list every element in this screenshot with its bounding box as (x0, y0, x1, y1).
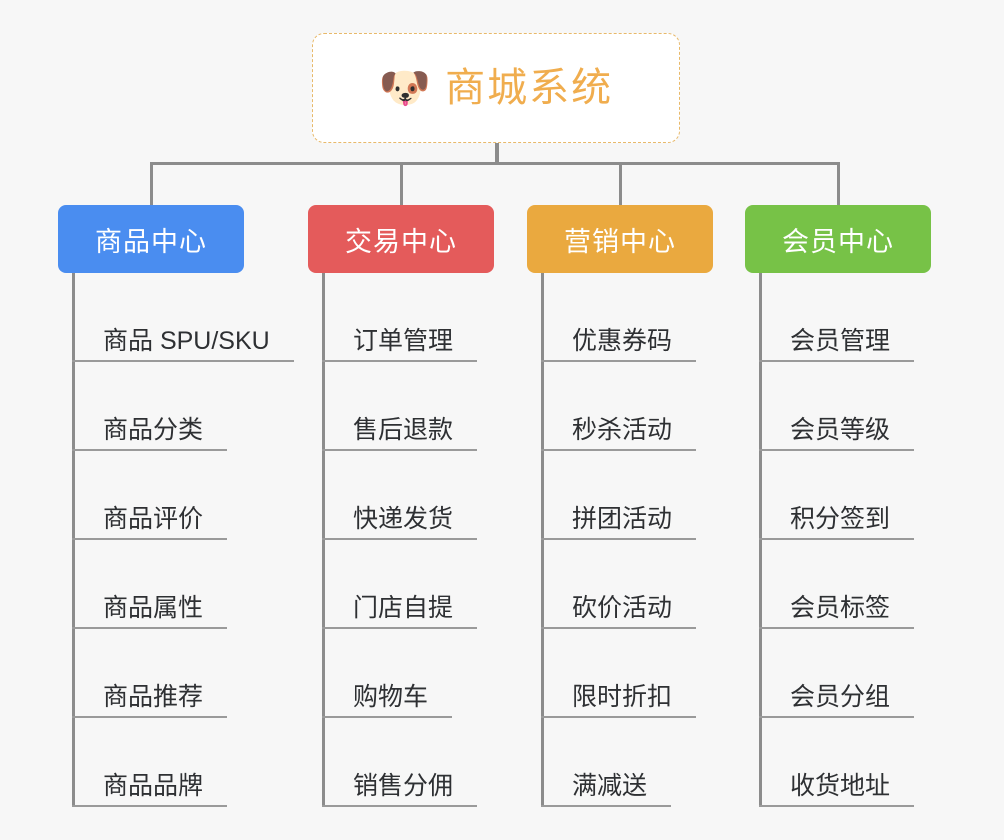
leaf-item[interactable]: 商品评价 (72, 451, 302, 540)
leaf-item[interactable]: 商品分类 (72, 362, 302, 451)
leaf-underline (72, 716, 227, 718)
category-trunk-line-1 (72, 273, 75, 807)
category-header-label: 营销中心 (564, 226, 676, 257)
leaf-underline (541, 449, 696, 451)
root-node[interactable]: 🐶 商城系统 (312, 33, 680, 143)
drop-connector-3 (619, 162, 622, 207)
leaf-item-label: 限时折扣 (572, 682, 673, 711)
root-stem-connector (495, 143, 499, 164)
category-header-label: 交易中心 (345, 226, 457, 257)
leaf-underline (322, 538, 477, 540)
category-header-2[interactable]: 交易中心 (308, 205, 494, 273)
leaf-item[interactable]: 门店自提 (322, 540, 552, 629)
leaf-underline (72, 449, 227, 451)
category-header-label: 商品中心 (95, 226, 207, 257)
drop-connector-1 (150, 162, 153, 207)
leaf-item-label: 商品分类 (103, 415, 204, 444)
leaf-item-label: 会员等级 (790, 415, 891, 444)
leaf-item[interactable]: 收货地址 (759, 718, 989, 807)
leaf-underline (322, 627, 477, 629)
leaf-underline (72, 538, 227, 540)
leaf-item-label: 满减送 (572, 771, 648, 800)
category-header-3[interactable]: 营销中心 (527, 205, 713, 273)
leaf-underline (72, 627, 227, 629)
leaf-underline (759, 627, 914, 629)
category-header-1[interactable]: 商品中心 (58, 205, 244, 273)
leaf-item[interactable]: 限时折扣 (541, 629, 771, 718)
leaf-underline (541, 627, 696, 629)
leaf-item-label: 售后退款 (353, 415, 454, 444)
leaf-item[interactable]: 购物车 (322, 629, 552, 718)
leaf-item-label: 门店自提 (353, 593, 454, 622)
leaf-item[interactable]: 优惠券码 (541, 273, 771, 362)
leaf-underline (541, 805, 671, 807)
leaf-item-label: 购物车 (353, 682, 429, 711)
leaf-underline (322, 805, 477, 807)
leaf-underline (759, 716, 914, 718)
leaf-underline (72, 360, 294, 362)
leaf-underline (759, 538, 914, 540)
leaf-item-label: 销售分佣 (353, 771, 454, 800)
leaf-underline (759, 449, 914, 451)
shiba-dog-icon: 🐶 (378, 64, 432, 111)
leaf-list-4: 会员管理会员等级积分签到会员标签会员分组收货地址 (759, 273, 989, 807)
leaf-item[interactable]: 会员标签 (759, 540, 989, 629)
leaf-underline (541, 360, 696, 362)
leaf-item[interactable]: 砍价活动 (541, 540, 771, 629)
leaf-underline (759, 360, 914, 362)
leaf-item-label: 会员管理 (790, 326, 891, 355)
leaf-item-label: 积分签到 (790, 504, 891, 533)
category-header-label: 会员中心 (782, 226, 894, 257)
leaf-item-label: 订单管理 (353, 326, 454, 355)
leaf-item-label: 商品评价 (103, 504, 204, 533)
leaf-underline (322, 716, 452, 718)
leaf-item[interactable]: 销售分佣 (322, 718, 552, 807)
leaf-item-label: 优惠券码 (572, 326, 673, 355)
leaf-item[interactable]: 会员管理 (759, 273, 989, 362)
drop-connector-4 (837, 162, 840, 207)
leaf-item[interactable]: 商品品牌 (72, 718, 302, 807)
leaf-item[interactable]: 拼团活动 (541, 451, 771, 540)
leaf-item-label: 快递发货 (353, 504, 454, 533)
leaf-item-label: 砍价活动 (572, 593, 673, 622)
category-trunk-line-4 (759, 273, 762, 807)
leaf-item[interactable]: 积分签到 (759, 451, 989, 540)
horizontal-bus-connector (150, 162, 840, 165)
category-trunk-line-3 (541, 273, 544, 807)
leaf-item-label: 商品属性 (103, 593, 204, 622)
category-header-4[interactable]: 会员中心 (745, 205, 931, 273)
leaf-underline (759, 805, 914, 807)
leaf-underline (322, 360, 477, 362)
leaf-item-label: 秒杀活动 (572, 415, 673, 444)
leaf-item[interactable]: 会员分组 (759, 629, 989, 718)
leaf-item-label: 拼团活动 (572, 504, 673, 533)
leaf-item-label: 商品推荐 (103, 682, 204, 711)
leaf-item-label: 会员分组 (790, 682, 891, 711)
drop-connector-2 (400, 162, 403, 207)
leaf-item[interactable]: 售后退款 (322, 362, 552, 451)
leaf-item[interactable]: 商品属性 (72, 540, 302, 629)
leaf-underline (72, 805, 227, 807)
leaf-underline (541, 538, 696, 540)
leaf-item[interactable]: 秒杀活动 (541, 362, 771, 451)
leaf-item-label: 商品品牌 (103, 771, 204, 800)
leaf-item[interactable]: 商品 SPU/SKU (72, 273, 302, 362)
leaf-item-label: 收货地址 (790, 771, 891, 800)
leaf-item[interactable]: 快递发货 (322, 451, 552, 540)
leaf-list-3: 优惠券码秒杀活动拼团活动砍价活动限时折扣满减送 (541, 273, 771, 807)
leaf-item-label: 会员标签 (790, 593, 891, 622)
leaf-item[interactable]: 满减送 (541, 718, 771, 807)
leaf-item[interactable]: 会员等级 (759, 362, 989, 451)
leaf-list-2: 订单管理售后退款快递发货门店自提购物车销售分佣 (322, 273, 552, 807)
root-title: 商城系统 (445, 66, 614, 110)
leaf-item[interactable]: 商品推荐 (72, 629, 302, 718)
leaf-list-1: 商品 SPU/SKU 商品分类商品评价商品属性商品推荐商品品牌 (72, 273, 302, 807)
leaf-underline (322, 449, 477, 451)
leaf-underline (541, 716, 696, 718)
leaf-item[interactable]: 订单管理 (322, 273, 552, 362)
category-trunk-line-2 (322, 273, 325, 807)
leaf-item-label: 商品 SPU/SKU (103, 326, 270, 355)
